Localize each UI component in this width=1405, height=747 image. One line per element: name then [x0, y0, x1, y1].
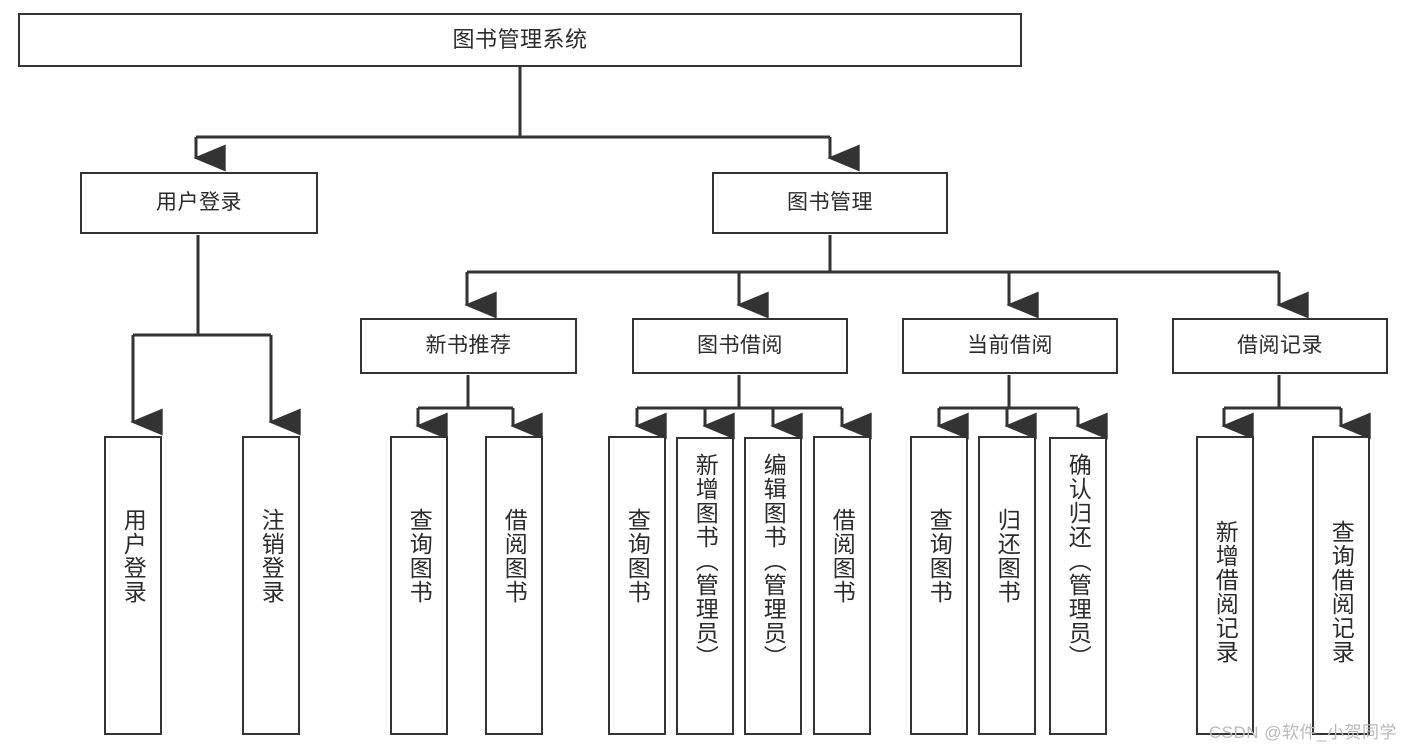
leaf-current-borrow-query[interactable]: 查询图书: [910, 436, 968, 735]
node-book-manage[interactable]: 图书管理: [712, 172, 948, 234]
leaf-borrow-record-add[interactable]: 新增借阅记录: [1196, 436, 1254, 735]
leaf-borrow-record-query[interactable]: 查询借阅记录: [1312, 436, 1370, 735]
leaf-book-borrow-add-label: 新增图书（管理员）: [692, 453, 719, 669]
leaf-current-borrow-query-label: 查询图书: [926, 508, 953, 604]
node-user-login[interactable]: 用户登录: [80, 172, 318, 234]
node-current-borrow[interactable]: 当前借阅: [902, 318, 1118, 374]
node-book-borrow[interactable]: 图书借阅: [632, 318, 848, 374]
leaf-book-borrow-borrow[interactable]: 借阅图书: [813, 436, 871, 735]
leaf-book-borrow-edit[interactable]: 编辑图书（管理员）: [744, 437, 802, 735]
node-borrow-record[interactable]: 借阅记录: [1172, 318, 1388, 374]
leaf-new-book-borrow-label: 借阅图书: [501, 508, 528, 604]
node-current-borrow-label: 当前借阅: [967, 333, 1053, 357]
csdn-watermark: CSDN @软件_小贺同学: [1208, 723, 1397, 742]
leaf-borrow-record-add-label: 新增借阅记录: [1212, 520, 1239, 664]
node-user-login-label: 用户登录: [156, 190, 242, 214]
leaf-current-borrow-return-label: 归还图书: [994, 508, 1021, 604]
leaf-new-book-query-label: 查询图书: [406, 508, 433, 604]
leaf-current-borrow-confirm-label: 确认归还（管理员）: [1065, 453, 1092, 669]
node-borrow-record-label: 借阅记录: [1237, 333, 1323, 357]
node-root-label: 图书管理系统: [452, 27, 588, 53]
leaf-book-borrow-borrow-label: 借阅图书: [829, 508, 856, 604]
leaf-book-borrow-add[interactable]: 新增图书（管理员）: [676, 437, 734, 735]
leaf-current-borrow-return[interactable]: 归还图书: [978, 436, 1036, 735]
leaf-new-book-borrow[interactable]: 借阅图书: [485, 436, 543, 735]
node-new-book-recommend-label: 新书推荐: [425, 333, 512, 357]
node-root[interactable]: 图书管理系统: [18, 13, 1022, 67]
leaf-user-login-signout[interactable]: 注销登录: [242, 436, 300, 735]
leaf-book-borrow-edit-label: 编辑图书（管理员）: [760, 453, 787, 669]
leaf-user-login-signin[interactable]: 用户登录: [104, 436, 162, 735]
node-book-manage-label: 图书管理: [787, 190, 873, 214]
node-book-borrow-label: 图书借阅: [697, 333, 783, 357]
leaf-current-borrow-confirm[interactable]: 确认归还（管理员）: [1049, 437, 1107, 735]
leaf-borrow-record-query-label: 查询借阅记录: [1328, 520, 1355, 664]
leaf-user-login-signout-label: 注销登录: [258, 508, 285, 604]
leaf-user-login-signin-label: 用户登录: [120, 508, 147, 604]
node-new-book-recommend[interactable]: 新书推荐: [360, 318, 577, 374]
leaf-new-book-query[interactable]: 查询图书: [390, 436, 448, 735]
leaf-book-borrow-query[interactable]: 查询图书: [608, 436, 666, 735]
leaf-book-borrow-query-label: 查询图书: [624, 508, 651, 604]
